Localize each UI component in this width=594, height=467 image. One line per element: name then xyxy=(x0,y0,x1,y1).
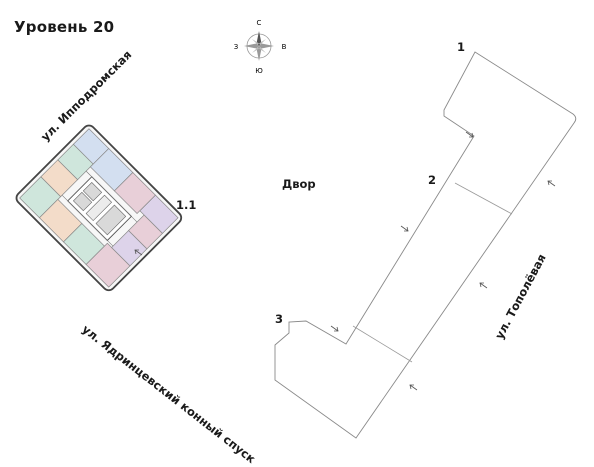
level-title: Уровень 20 xyxy=(14,18,115,36)
entrance-arrow-icon xyxy=(400,225,409,232)
section-label-1[interactable]: 1 xyxy=(457,40,466,54)
courtyard-label: Двор xyxy=(282,177,316,191)
compass-west: З xyxy=(234,43,239,51)
compass-east: В xyxy=(282,43,287,51)
compass-south: Ю xyxy=(255,67,263,75)
apartment[interactable] xyxy=(113,172,156,215)
section-label-current[interactable]: 1.1 xyxy=(176,198,197,212)
compass-north: С xyxy=(257,19,262,27)
compass-rose-icon xyxy=(244,31,274,61)
section-label-2[interactable]: 2 xyxy=(428,173,437,187)
entrance-arrow-icon xyxy=(330,325,339,332)
section-divider xyxy=(352,325,413,363)
entrance-arrow-icon xyxy=(465,131,474,138)
entrance-arrow-icon xyxy=(479,282,488,289)
entrance-arrow-icon xyxy=(547,180,556,187)
section-label-3[interactable]: 3 xyxy=(275,312,284,326)
building-outline xyxy=(274,51,577,439)
entrance-arrow-icon xyxy=(134,249,143,256)
entrance-arrow-icon xyxy=(409,384,418,391)
floor-plan-section-1-1[interactable] xyxy=(14,123,184,293)
section-divider xyxy=(454,182,513,215)
